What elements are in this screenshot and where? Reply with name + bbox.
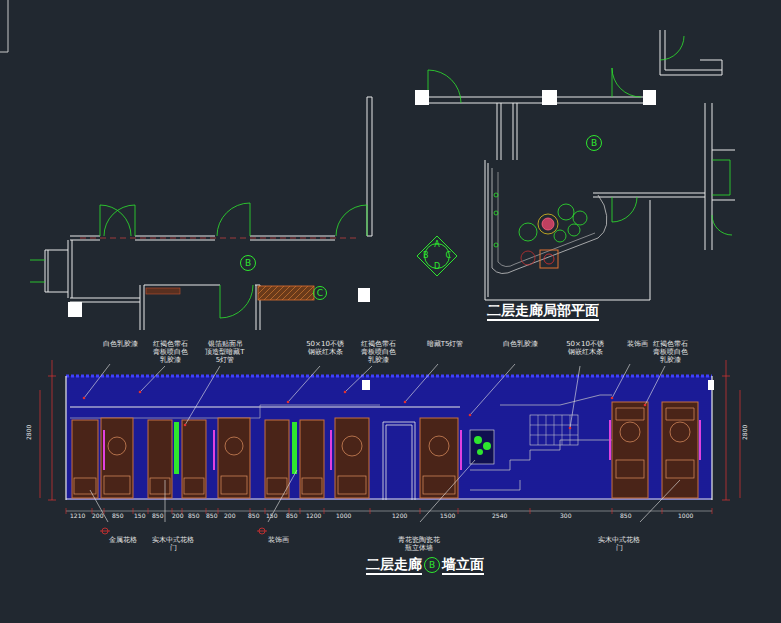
marker-letter: B <box>591 138 597 148</box>
marker-letter: C <box>317 288 323 298</box>
material-callout: 白色乳胶漆 <box>500 340 540 348</box>
material-callout: 青花瓷陶瓷花瓶立体墙 <box>396 536 442 552</box>
section-marker: C <box>313 286 327 300</box>
dimension-text: 2540 <box>492 513 507 520</box>
marker-letter: B <box>245 258 251 268</box>
material-callout: 白色乳胶漆 <box>100 340 140 348</box>
dimension-text: 1000 <box>678 513 693 520</box>
dimension-text: 1000 <box>336 513 351 520</box>
material-callout: 金属花格 <box>100 536 146 544</box>
dimension-text: 200 <box>224 513 235 520</box>
dimension-text: 1200 <box>306 513 321 520</box>
elevation-title: 二层走廊 <box>366 556 422 575</box>
dimension-text: 850 <box>248 513 259 520</box>
dimension-text: 150 <box>134 513 145 520</box>
section-marker: B <box>424 557 440 573</box>
dimension-text: 1200 <box>392 513 407 520</box>
dimension-text: 850 <box>286 513 297 520</box>
compass-marker: AB CD <box>417 236 457 276</box>
marker-letter: B <box>429 560 435 570</box>
material-callout: 50×10不锈钢嵌红木条 <box>565 340 605 356</box>
dimension-text: 300 <box>560 513 571 520</box>
material-callout: 红褐色带石膏板喷白色乳胶漆 <box>358 340 398 364</box>
dimension-text: 850 <box>188 513 199 520</box>
dimension-text: 850 <box>620 513 631 520</box>
dimension-text: 200 <box>92 513 103 520</box>
dimension-text: 850 <box>206 513 217 520</box>
elevation-title: 墙立面 <box>442 556 484 575</box>
dimension-text: 150 <box>266 513 277 520</box>
material-callout: 实木中式花格门 <box>596 536 642 552</box>
material-callout: 装饰画 <box>255 536 301 544</box>
material-callout: 红褐色带石膏板喷白色乳胶漆 <box>650 340 690 364</box>
material-callout: 装饰画 <box>617 340 657 348</box>
material-callout: 暗藏T5灯管 <box>425 340 465 348</box>
dimension-text: 1210 <box>70 513 85 520</box>
dimension-text: 200 <box>172 513 183 520</box>
compass-letter: B <box>423 252 429 260</box>
compass-letter: D <box>434 263 440 271</box>
dimension-text: 2800 <box>26 425 33 440</box>
material-callout: 银箔贴面吊顶造型暗藏T5灯管 <box>205 340 245 364</box>
section-marker: B <box>240 255 256 271</box>
dimension-text: 2800 <box>742 425 749 440</box>
dimension-text: 1500 <box>440 513 455 520</box>
compass-letter: C <box>445 252 451 260</box>
material-callout: 50×10不锈钢嵌红木条 <box>305 340 345 356</box>
material-callout: 红褐色带石膏板喷白色乳胶漆 <box>150 340 190 364</box>
drawing-title: 二层走廊局部平面 <box>487 302 599 321</box>
section-marker: B <box>586 135 602 151</box>
dimension-text: 850 <box>112 513 123 520</box>
compass-letter: A <box>434 241 439 249</box>
dimension-text: 850 <box>152 513 163 520</box>
material-callout: 实木中式花格门 <box>150 536 196 552</box>
